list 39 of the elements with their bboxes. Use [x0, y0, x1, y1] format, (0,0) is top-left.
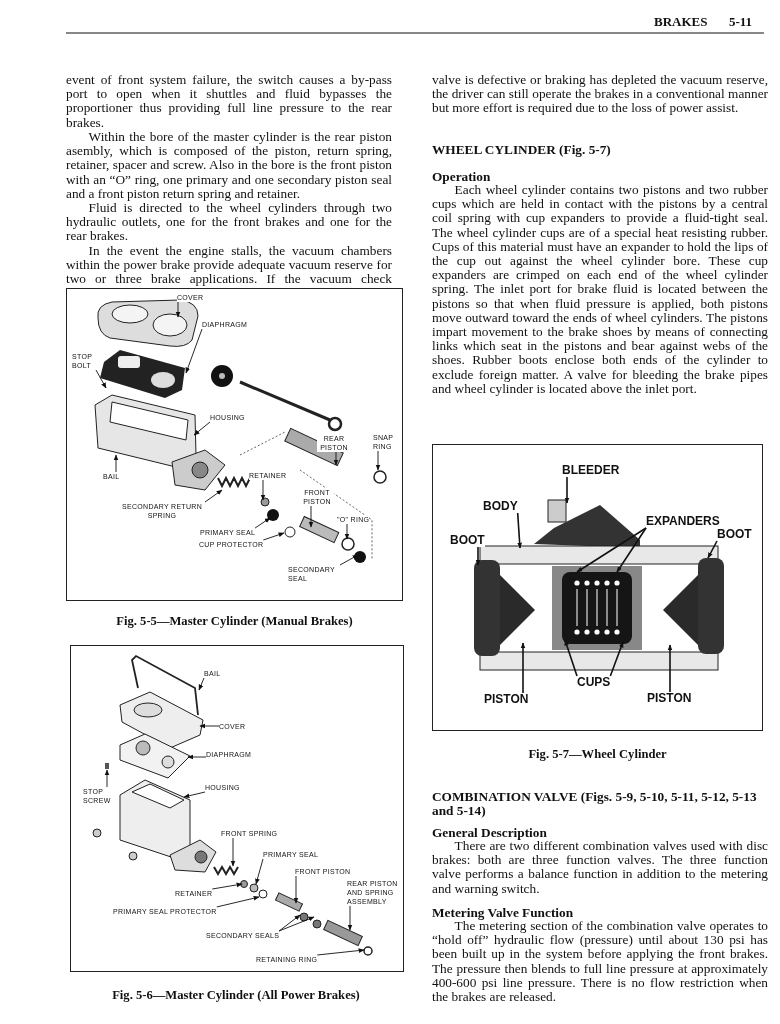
- body-paragraph: Fluid is directed to the wheel cylinders through two hydraulic outlets, one for the front brakes and one for the rear brakes.: [66, 201, 392, 244]
- body-paragraph: Each wheel cylinder contains two pistons and two rubber cups which are held in contact with the pistons by a central coil spring with cup expanders to provide a fluid-tight seal. The wheel cylinder cups are of a special heat resisting rubber. Cups of this material must have an expander to hold the lips of the cup out against the wheel cylinder bore. These cup expanders are crimped on each end of the wheel cylinder spring. The inlet port for brake fluid is located between the pistons so that when fluid pressure is applied, both pistons move outward toward the ends of wheel cylinders. The pistons impart movement to the brake shoes by means of connecting links which seat in the pistons and bear against webs of the shoes. Rubber boots enclose both ends of the cylinder to exclude foreign matter. A valve for bleeding the brake pipes and wheel cylinder is located above the inlet port.: [432, 183, 768, 397]
- part-label: BLEEDER: [562, 464, 620, 477]
- body-paragraph: Within the bore of the master cylinder is the rear piston asembly, which is composed of the piston, return spring, retainer, spacer and screw. Also in the bore is the front piston with an “O” ring, one primary and one secondary piston seal and a front piston return spring and retainer.: [66, 130, 392, 201]
- section-heading: Metering Valve Function: [432, 906, 575, 921]
- body-paragraph: There are two different combination valves used with disc brakes: both are three function valves. The three function valve performs a balance function in addition to the metering and warning switch.: [432, 839, 768, 896]
- part-label: CUPS: [577, 676, 611, 689]
- figure-caption: Fig. 5-5—Master Cylinder (Manual Brakes): [115, 614, 354, 629]
- body-paragraph: valve is defective or braking has depleted the vacuum reserve, the driver can still operate the brakes in a conventional manner but more effort is required due to the loss of power assist.: [432, 73, 768, 116]
- leader-line: [576, 527, 647, 573]
- leader-line: [616, 527, 647, 573]
- figure-frame: [70, 645, 404, 972]
- leader-line: [520, 642, 526, 694]
- figure-frame: [432, 444, 763, 731]
- body-paragraph: In the event the engine stalls, the vacuum chambers within the power brake provide adequate vacuum reserve for two or three brake applications. If the vacuum check: [66, 244, 392, 287]
- body-paragraph: The metering section of the combination valve operates to “hold off” hydraulic flow (pressure) until about 130 psi has been built up in the system before applying the front brakes. The pressure then blends to full line pressure at approximately 400-600 psi line pressure. There is no flow restriction when the brakes are released.: [432, 919, 768, 1005]
- part-label: BOOT: [450, 534, 485, 547]
- figure-frame: [66, 288, 403, 601]
- leader-line: [609, 641, 624, 677]
- page-number: 5-11: [729, 15, 754, 30]
- leader-line: [516, 512, 523, 549]
- figure-caption: Fig. 5-7—Wheel Cylinder: [527, 747, 668, 762]
- leader-line: [707, 540, 718, 559]
- part-label: PISTON: [484, 693, 529, 706]
- body-paragraph: event of front system failure, the switch causes a by-pass port to open when it shuttles and fluid bypasses the proportioner thus providing full line pressure to the rear brakes.: [66, 73, 392, 130]
- part-label: EXPANDERS: [646, 515, 720, 528]
- section-heading: Operation: [432, 170, 492, 185]
- section-heading: General Description: [432, 826, 548, 841]
- part-label: BOOT: [717, 528, 752, 541]
- section-heading: COMBINATION VALVE (Figs. 5-9, 5-10, 5-11, 5-12, 5-13 and 5-14): [432, 790, 758, 819]
- leader-line: [475, 546, 481, 566]
- part-label: PISTON: [647, 692, 692, 705]
- part-label: BODY: [483, 500, 518, 513]
- leader-line: [667, 644, 673, 693]
- page-header: BRAKES: [654, 15, 709, 30]
- figure-caption: Fig. 5-6—Master Cylinder (All Power Brakes): [111, 988, 361, 1003]
- leader-line: [564, 476, 570, 504]
- leader-line: [564, 639, 578, 677]
- section-heading: WHEEL CYLINDER (Fig. 5-7): [432, 143, 612, 158]
